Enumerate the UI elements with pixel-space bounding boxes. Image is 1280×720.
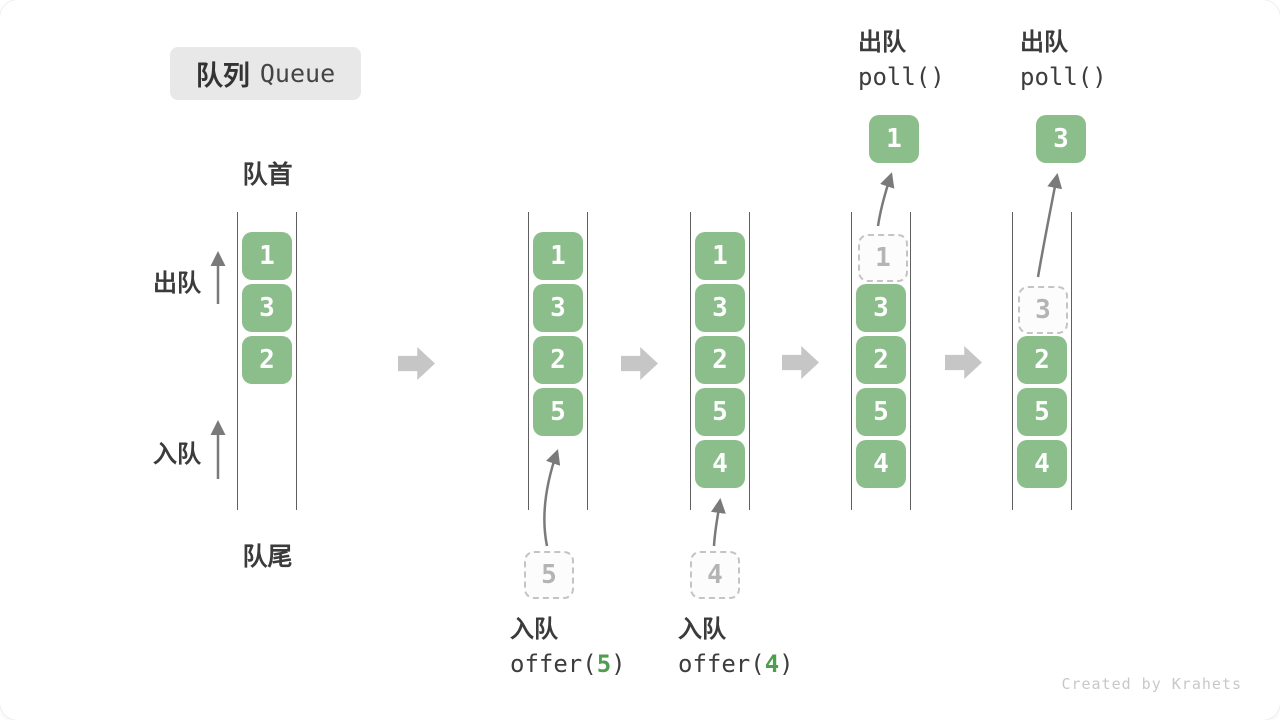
queue-item: 4 [856, 440, 906, 488]
polled-item: 1 [869, 115, 919, 163]
queue-item: 5 [856, 388, 906, 436]
step-arrow-icon [398, 347, 435, 380]
queue-item: 3 [242, 284, 292, 332]
dequeue-op-action: 出队 [858, 29, 906, 56]
queue-rails-state3 [690, 212, 750, 510]
queue-item: 2 [242, 336, 292, 384]
enqueue-op-code: offer(5) [510, 650, 626, 678]
queue-item: 1 [695, 232, 745, 280]
pending-enqueue-item: 5 [524, 551, 574, 599]
enqueue-op-code: offer(4) [678, 650, 794, 678]
queue-item: 2 [856, 336, 906, 384]
enqueue-side-label: 入队 [153, 441, 201, 468]
queue-item: 3 [856, 284, 906, 332]
enqueue-op-label-1: 入队 offer(5) [510, 612, 626, 682]
dequeue-op-code: poll() [858, 63, 945, 91]
queue-rails-state5 [1012, 212, 1072, 510]
polled-item: 3 [1036, 115, 1086, 163]
queue-item: 2 [695, 336, 745, 384]
diagram-title-box: 队列 Queue [170, 47, 361, 100]
dequeue-op-label-2: 出队 poll() [1020, 25, 1107, 95]
queue-front-label: 队首 [242, 161, 293, 189]
step-arrow-icon [782, 346, 819, 379]
queue-rails-state1 [237, 212, 297, 510]
enqueue-op-action: 入队 [678, 616, 726, 643]
queue-rails-state2 [528, 212, 588, 510]
enqueue-op-arg: 4 [764, 650, 780, 678]
queue-item: 3 [533, 284, 583, 332]
diagram-title-zh: 队列 [195, 61, 250, 91]
queue-item: 5 [533, 388, 583, 436]
queue-item: 1 [533, 232, 583, 280]
enqueue-op-arg: 5 [596, 650, 612, 678]
queue-rear-label: 队尾 [242, 543, 293, 571]
queue-item: 5 [1017, 388, 1067, 436]
dequeue-op-action: 出队 [1020, 29, 1068, 56]
queue-item: 2 [533, 336, 583, 384]
dequeue-side-label: 出队 [153, 270, 201, 297]
queue-item: 3 [695, 284, 745, 332]
queue-item: 4 [1017, 440, 1067, 488]
queue-item: 2 [1017, 336, 1067, 384]
enqueue-op-action: 入队 [510, 616, 558, 643]
removed-queue-item: 1 [858, 234, 908, 282]
queue-rails-state4 [851, 212, 911, 510]
watermark: Created by Krahets [1061, 675, 1242, 693]
enqueue-op-label-2: 入队 offer(4) [678, 612, 794, 682]
removed-queue-item: 3 [1018, 286, 1068, 334]
queue-item: 5 [695, 388, 745, 436]
queue-item: 1 [242, 232, 292, 280]
dequeue-op-code: poll() [1020, 63, 1107, 91]
diagram-title-en: Queue [259, 59, 336, 88]
queue-item: 4 [695, 440, 745, 488]
pending-enqueue-item: 4 [690, 551, 740, 599]
step-arrow-icon [621, 347, 658, 380]
step-arrow-icon [945, 346, 982, 379]
dequeue-op-label-1: 出队 poll() [858, 25, 945, 95]
